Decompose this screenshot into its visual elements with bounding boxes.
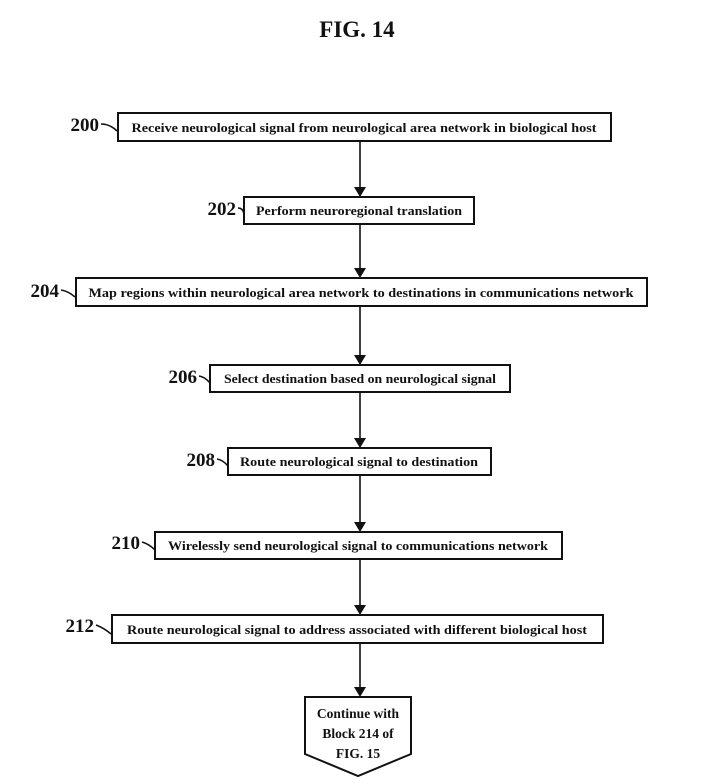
step-ref-label: 206 [169, 367, 198, 388]
step-box [111, 614, 604, 644]
flow-arrow [354, 224, 366, 278]
flow-arrow [354, 392, 366, 448]
step-box [117, 112, 612, 142]
arrowhead [354, 355, 366, 365]
leader-line [198, 375, 211, 384]
arrowhead [354, 687, 366, 697]
arrowhead [354, 522, 366, 532]
step-text: Route neurological signal to address ass… [127, 622, 588, 637]
leader-line [141, 541, 156, 551]
step-text: Select destination based on neurological… [224, 371, 496, 386]
leader-line [95, 624, 112, 635]
step-text: Receive neurological signal from neurolo… [132, 120, 598, 135]
step-ref-label: 204 [31, 281, 60, 302]
figure-title: FIG. 14 [319, 17, 395, 42]
flow-step-212: 212 Route neurological signal to address… [66, 614, 604, 644]
leader-line [60, 289, 76, 298]
connector-text-line: Block 214 of [322, 726, 394, 741]
step-ref-label: 210 [112, 533, 141, 554]
step-ref-label: 202 [208, 199, 237, 220]
step-text: Route neurological signal to destination [240, 454, 479, 469]
step-box [227, 447, 492, 476]
flow-arrow [354, 559, 366, 615]
flow-arrow [354, 475, 366, 532]
arrowhead [354, 438, 366, 448]
step-ref-label: 212 [66, 616, 95, 637]
step-text: Wirelessly send neurological signal to c… [168, 538, 549, 553]
arrowhead [354, 605, 366, 615]
step-ref-label: 200 [71, 115, 100, 136]
connector-text-line: FIG. 15 [336, 746, 381, 761]
arrowhead [354, 268, 366, 278]
step-box [75, 277, 648, 307]
flow-step-204: 204 Map regions within neurological area… [31, 277, 648, 307]
leader-line [216, 458, 229, 467]
step-box [243, 196, 475, 225]
step-box [154, 531, 563, 560]
flow-step-206: 206 Select destination based on neurolog… [169, 364, 511, 393]
flow-arrow [354, 306, 366, 365]
step-ref-label: 208 [187, 450, 216, 471]
flow-step-210: 210 Wirelessly send neurological signal … [112, 531, 563, 560]
connector-shape [304, 696, 412, 778]
step-text: Map regions within neurological area net… [89, 285, 635, 300]
flow-step-208: 208 Route neurological signal to destina… [187, 447, 492, 476]
leader-line [100, 123, 118, 132]
flow-step-200: 200 Receive neurological signal from neu… [71, 112, 612, 142]
step-text: Perform neuroregional translation [256, 203, 463, 218]
arrowhead [354, 187, 366, 197]
connector-text-line: Continue with [317, 706, 400, 721]
flow-step-202: 202 Perform neuroregional translation [208, 196, 475, 225]
flow-arrow [354, 643, 366, 697]
continue-connector: Continue with Block 214 of FIG. 15 [304, 696, 412, 778]
flow-arrow [354, 141, 366, 197]
